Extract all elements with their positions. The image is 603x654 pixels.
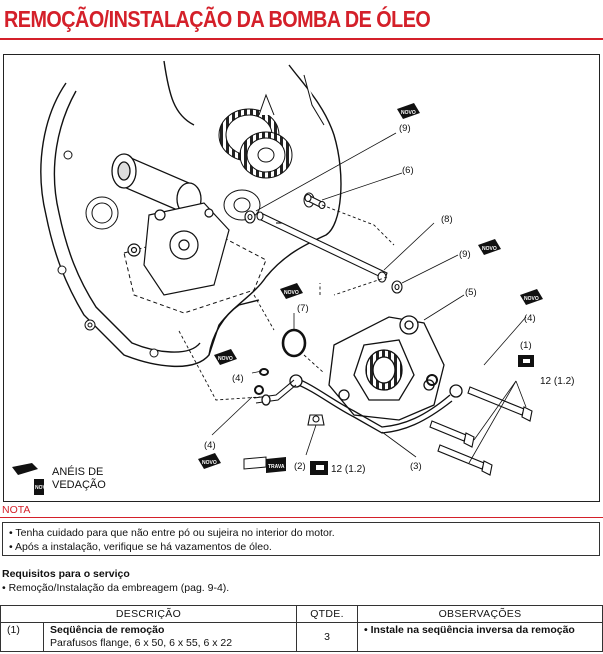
header-observations: OBSERVAÇÕES <box>357 605 603 623</box>
callout-labels: (9) (6) (8) (9) (5) (7) (4) (1) 12 (1.2)… <box>204 123 574 475</box>
bolt-2 <box>307 414 325 426</box>
crankcase-bolt-holes <box>57 150 159 358</box>
oil-pump-diagram: NOVO NOVO NOVO NOVO NOVO NOVO TRAVA <box>12 60 574 495</box>
svg-text:NOVO: NOVO <box>401 110 416 116</box>
header-description: DESCRIÇÃO <box>0 605 297 623</box>
oil-icon-4-left: NOVO <box>214 349 237 365</box>
row-description-text: Parafusos flange, 6 x 50, 6 x 55, 6 x 22 <box>50 637 233 649</box>
case-pump-mount <box>127 202 230 296</box>
oil-icon-4-bottom: NOVO <box>198 453 221 469</box>
row-description-title: Seqüência de remoção <box>50 624 165 636</box>
torque-wrench-icon-right <box>518 355 534 367</box>
gear-stack <box>218 108 293 221</box>
oil-pipe <box>253 374 463 434</box>
callout-3: (3) <box>410 461 422 472</box>
oil-icon-4-right: NOVO <box>520 289 543 305</box>
callout-1: (1) <box>520 340 532 351</box>
table-row: (1) Seqüência de remoção Parafusos flang… <box>0 622 603 652</box>
note-rule <box>0 517 603 518</box>
svg-text:NOVO: NOVO <box>284 290 299 296</box>
callout-5: (5) <box>465 287 477 298</box>
callout-4-left: (4) <box>232 373 244 384</box>
oil-icon-right-9: NOVO <box>478 239 501 255</box>
page-title: REMOÇÃO/INSTALAÇÃO DA BOMBA DE ÓLEO <box>4 6 431 32</box>
assembly-dashed-lines <box>178 204 395 401</box>
svg-text:NOVO: NOVO <box>524 296 539 302</box>
thread-lock-icon: TRAVA <box>243 456 286 473</box>
requirements-title: Requisitos para o serviço <box>2 568 130 580</box>
table-header-row: DESCRIÇÃO QTDE. OBSERVAÇÕES <box>0 605 603 623</box>
svg-text:NOVO: NOVO <box>482 246 497 252</box>
legend-line-1: ANÉIS DE <box>52 466 104 478</box>
note-item: • Após a instalação, verifique se há vaz… <box>9 541 272 553</box>
svg-text:TRAVA: TRAVA <box>268 464 285 470</box>
procedure-table: DESCRIÇÃO QTDE. OBSERVAÇÕES (1) Seqüênci… <box>0 605 603 652</box>
title-rule <box>0 38 603 40</box>
callout-6: (6) <box>402 165 414 176</box>
crankcase <box>40 60 342 367</box>
callout-9-top: (9) <box>399 123 411 134</box>
torque-value-right: 12 (1.2) <box>540 376 574 387</box>
gasket-dashed-line <box>123 229 267 314</box>
callout-9-right: (9) <box>459 249 471 260</box>
header-quantity: QTDE. <box>296 605 358 623</box>
callout-8: (8) <box>441 214 453 225</box>
callout-2: (2) <box>294 461 306 472</box>
o-ring-7 <box>281 328 307 358</box>
callout-4-bottom: (4) <box>204 440 216 451</box>
row-observation: • Instale na seqüência inversa da remoçã… <box>357 622 603 652</box>
note-box: • Tenha cuidado para que não entre pó ou… <box>2 522 600 556</box>
torque-wrench-icon-bottom <box>310 461 328 475</box>
note-item: • Tenha cuidado para que não entre pó ou… <box>9 527 335 539</box>
torque-value-bottom: 12 (1.2) <box>331 464 365 475</box>
row-quantity: 3 <box>296 622 358 652</box>
washers <box>244 210 403 294</box>
callout-4-right: (4) <box>524 313 536 324</box>
note-label: NOTA <box>2 504 31 516</box>
exploded-view-figure: NOVO NOVO NOVO NOVO NOVO NOVO TRAVA <box>3 54 600 502</box>
row-number: (1) <box>0 622 44 652</box>
requirements-item: • Remoção/Instalação da embreagem (pag. … <box>2 582 230 594</box>
pump-shaft <box>256 211 388 283</box>
legend-line-2: VEDAÇÃO <box>52 479 106 491</box>
svg-text:NOVO: NOVO <box>218 356 233 362</box>
svg-text:NOVO: NOVO <box>35 485 50 491</box>
flange-bolts <box>429 386 533 476</box>
leader-lines <box>211 132 527 464</box>
oil-icon-top: NOVO <box>397 103 420 119</box>
legend-sealing-rings: ANÉIS DE VEDAÇÃO <box>52 466 106 492</box>
oil-icon-7: NOVO <box>280 283 303 299</box>
callout-7: (7) <box>297 303 309 314</box>
small-o-rings <box>254 368 438 395</box>
row-description: Seqüência de remoção Parafusos flange, 6… <box>43 622 297 652</box>
svg-text:NOVO: NOVO <box>202 460 217 466</box>
sealing-ring-legend-icon: NOVO <box>12 463 50 495</box>
oil-pump-body <box>328 315 445 421</box>
shaft <box>111 153 202 216</box>
